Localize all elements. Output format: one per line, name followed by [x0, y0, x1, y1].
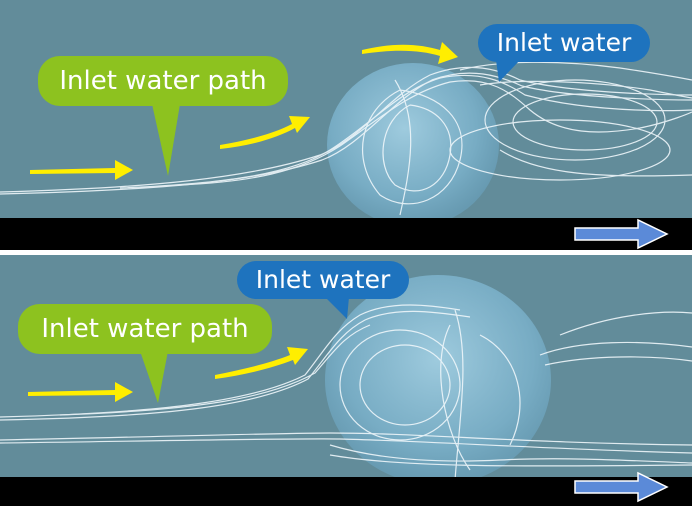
flow-arrow-icon	[215, 347, 308, 379]
inlet-water-path-callout: Inlet water path	[18, 304, 272, 354]
inlet-water-path-callout: Inlet water path	[38, 56, 288, 106]
flow-arrows	[30, 42, 458, 180]
direction-arrow-icon	[574, 218, 669, 250]
top-flow-scene	[0, 42, 692, 250]
top-panel: Inlet water path Inlet water	[0, 0, 692, 250]
streamlines	[0, 61, 692, 216]
inlet-water-path-label: Inlet water path	[41, 314, 249, 344]
inlet-water-path-label: Inlet water path	[59, 66, 267, 96]
callout-tail	[496, 60, 520, 82]
callout-tail	[152, 104, 180, 176]
flow-arrows	[28, 347, 308, 402]
flow-arrow-icon	[362, 42, 458, 64]
inlet-water-callout: Inlet water	[478, 24, 650, 62]
inlet-water-label: Inlet water	[496, 28, 632, 57]
flow-arrow-icon	[28, 382, 133, 402]
bottom-flow-scene	[0, 275, 692, 506]
water-droplet	[325, 275, 551, 485]
callout-tail	[140, 351, 168, 403]
flow-arrow-icon	[220, 116, 310, 149]
callout-tail	[325, 297, 349, 319]
streamlines	[0, 304, 692, 481]
inlet-water-label: Inlet water	[255, 265, 391, 294]
bottom-panel: Inlet water path Inlet water	[0, 255, 692, 506]
inlet-water-callout: Inlet water	[237, 261, 409, 299]
direction-arrow-icon	[574, 471, 669, 503]
water-droplet	[327, 63, 499, 227]
flow-arrow-icon	[30, 160, 133, 180]
